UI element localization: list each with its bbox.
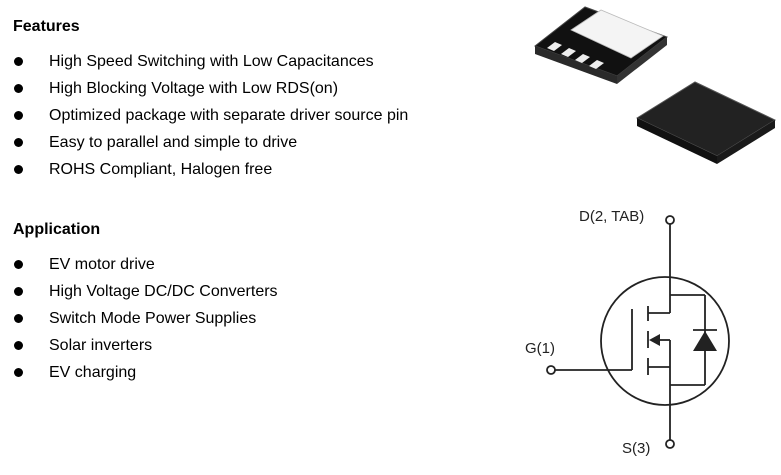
drain-terminal (665, 215, 675, 225)
bullet-icon (14, 57, 23, 66)
feature-text: High Speed Switching with Low Capacitanc… (49, 53, 374, 70)
application-text: EV motor drive (49, 256, 155, 273)
bullet-icon (14, 138, 23, 147)
package-illustration (533, 6, 777, 164)
body-diode-icon (693, 331, 717, 351)
feature-text: High Blocking Voltage with Low RDS(on) (49, 80, 339, 97)
application-list: EV motor drive High Voltage DC/DC Conver… (13, 254, 278, 389)
bullet-icon (14, 341, 23, 350)
source-label: S(3) (622, 440, 651, 457)
application-heading: Application (13, 221, 101, 238)
features-heading: Features (13, 18, 80, 35)
bullet-icon (14, 314, 23, 323)
application-text: Solar inverters (49, 337, 153, 354)
bullet-icon (14, 287, 23, 296)
bullet-icon (14, 260, 23, 269)
list-item: EV motor drive (13, 254, 278, 281)
feature-text: ROHS Compliant, Halogen free (49, 161, 273, 178)
list-item: Optimized package with separate driver s… (13, 105, 408, 132)
feature-text: Optimized package with separate driver s… (49, 107, 409, 124)
list-item: ROHS Compliant, Halogen free (13, 159, 408, 186)
features-list: High Speed Switching with Low Capacitanc… (13, 51, 408, 186)
drain-label: D(2, TAB) (579, 208, 645, 225)
channel-arrow-icon (649, 334, 660, 346)
list-item: High Blocking Voltage with Low RDS(on) (13, 78, 408, 105)
package-top-view (533, 6, 669, 84)
application-text: High Voltage DC/DC Converters (49, 283, 278, 300)
mosfet-schematic (546, 215, 730, 449)
package-bottom-view (635, 81, 777, 164)
bullet-icon (14, 111, 23, 120)
source-terminal (665, 439, 675, 449)
list-item: High Voltage DC/DC Converters (13, 281, 278, 308)
list-item: EV charging (13, 362, 278, 389)
list-item: Switch Mode Power Supplies (13, 308, 278, 335)
gate-label: G(1) (525, 340, 555, 357)
gate-terminal (546, 365, 556, 375)
package-circle (600, 276, 730, 406)
feature-text: Easy to parallel and simple to drive (49, 134, 298, 151)
list-item: High Speed Switching with Low Capacitanc… (13, 51, 408, 78)
application-text: EV charging (49, 364, 137, 381)
list-item: Solar inverters (13, 335, 278, 362)
bullet-icon (14, 84, 23, 93)
list-item: Easy to parallel and simple to drive (13, 132, 408, 159)
bullet-icon (14, 368, 23, 377)
bullet-icon (14, 165, 23, 174)
application-text: Switch Mode Power Supplies (49, 310, 257, 327)
